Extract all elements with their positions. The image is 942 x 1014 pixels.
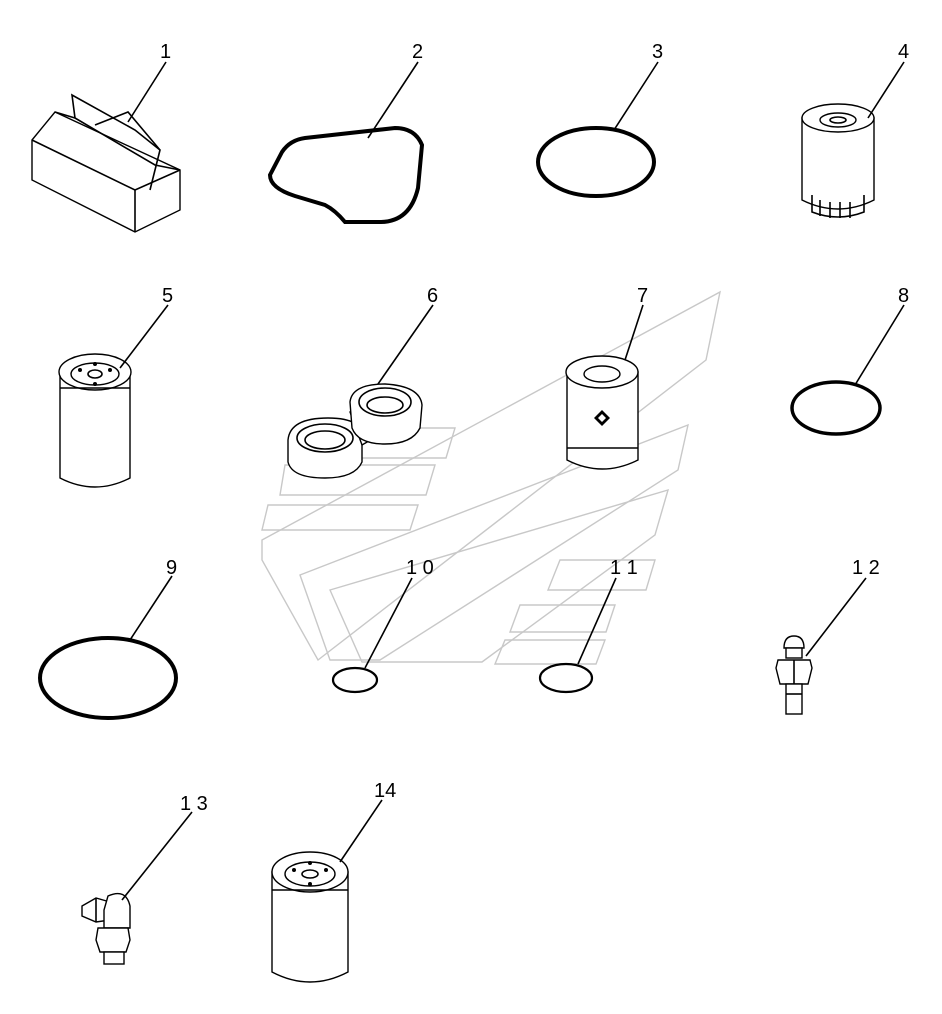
leader-2 [367,61,419,139]
part-5-filter [58,353,132,488]
leader-6 [377,304,434,385]
part-7-element [565,355,639,470]
callout-4: 4 [898,41,909,63]
part-12-grease-fitting [775,635,813,715]
leader-8 [854,304,905,386]
leader-13 [121,811,193,901]
leader-10 [364,577,413,669]
callout-7: 7 [637,285,648,307]
callout-11: 1 1 [610,557,638,579]
callout-8: 8 [898,285,909,307]
callout-12: 1 2 [852,557,880,579]
part-1-box [31,93,181,233]
leader-9 [129,575,173,641]
callout-1: 1 [160,41,171,63]
leader-3 [613,61,659,131]
callout-2: 2 [412,41,423,63]
callout-5: 5 [162,285,173,307]
leader-1 [127,61,167,123]
part-11-o-ring [538,662,594,694]
part-2-gasket [267,125,425,224]
leader-14 [339,799,383,863]
part-4-filter [801,103,875,218]
callout-10: 1 0 [406,557,434,579]
part-3-o-ring [536,126,656,198]
leader-12 [805,577,867,657]
part-8-o-ring [790,380,882,436]
callout-3: 3 [652,41,663,63]
callout-6: 6 [427,285,438,307]
part-14-filter [271,851,349,983]
leader-11 [577,577,617,665]
part-6-wrench [287,383,423,479]
part-10-o-ring [331,666,379,694]
leader-7 [624,304,644,361]
callout-9: 9 [166,557,177,579]
leader-5 [119,304,169,369]
callout-14: 14 [374,780,396,802]
part-9-o-ring [38,636,178,720]
part-13-angle-fitting [81,892,131,965]
leader-4 [867,61,905,119]
callout-13: 1 3 [180,793,208,815]
